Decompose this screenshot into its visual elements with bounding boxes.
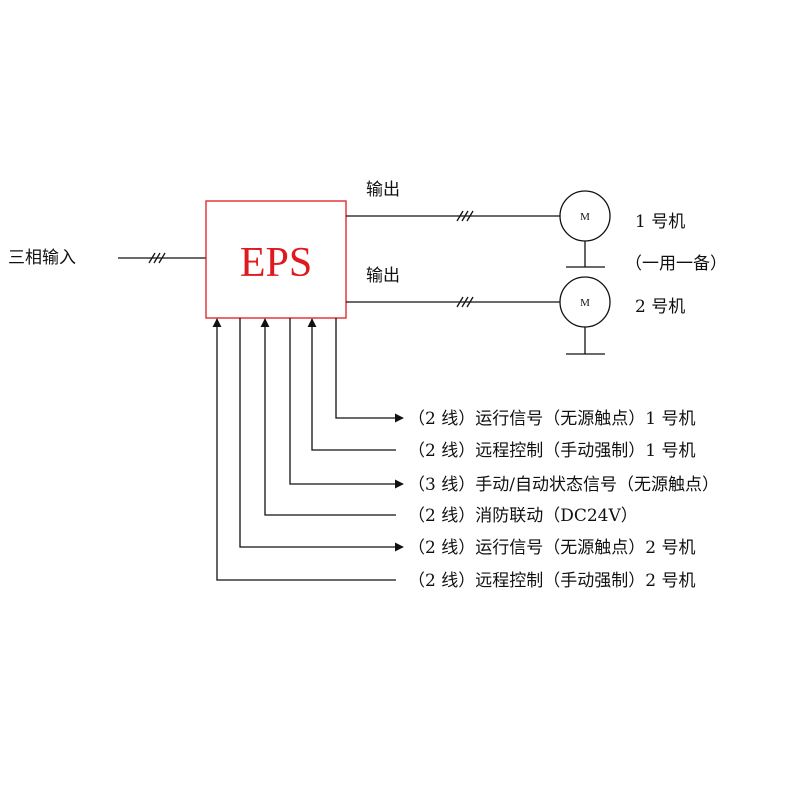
output-2-three-wire-mark xyxy=(456,296,474,308)
signal-line-4 xyxy=(260,318,396,516)
output-label-1: 输出 xyxy=(366,180,400,200)
signal-label-1: （2 线）运行信号（无源触点）1 号机 xyxy=(408,409,695,429)
signal-label-5: （2 线）运行信号（无源触点）2 号机 xyxy=(408,538,695,558)
machine-2-label: 2 号机 xyxy=(635,297,685,317)
output-label-2: 输出 xyxy=(366,266,400,286)
output-1-three-wire-mark xyxy=(456,210,474,222)
signal-label-6: （2 线）远程控制（手动强制）2 号机 xyxy=(408,571,695,591)
motor-2-symbol: M xyxy=(580,297,590,309)
signal-line-3 xyxy=(289,318,404,489)
standby-note: （一用一备） xyxy=(625,254,727,274)
signal-line-1 xyxy=(335,318,404,423)
eps-box xyxy=(205,200,347,319)
motor-1-symbol: M xyxy=(580,211,590,223)
signal-label-4: （2 线）消防联动（DC24V） xyxy=(408,506,638,526)
signal-line-5 xyxy=(239,318,404,552)
signal-line-6 xyxy=(212,318,396,581)
eps-label: EPS xyxy=(240,240,312,286)
signal-label-2: （2 线）远程控制（手动强制）1 号机 xyxy=(408,441,695,461)
input-three-wire-mark xyxy=(148,252,166,264)
signal-labels: （2 线）运行信号（无源触点）1 号机 （2 线）远程控制（手动强制）1 号机 （3… xyxy=(408,409,719,591)
input-label: 三相输入 xyxy=(8,248,76,268)
signal-label-3: （3 线）手动/自动状态信号（无源触点） xyxy=(408,475,719,495)
machine-1-label: 1 号机 xyxy=(635,212,685,232)
signal-line-2 xyxy=(307,318,396,451)
signal-lines xyxy=(212,318,404,581)
